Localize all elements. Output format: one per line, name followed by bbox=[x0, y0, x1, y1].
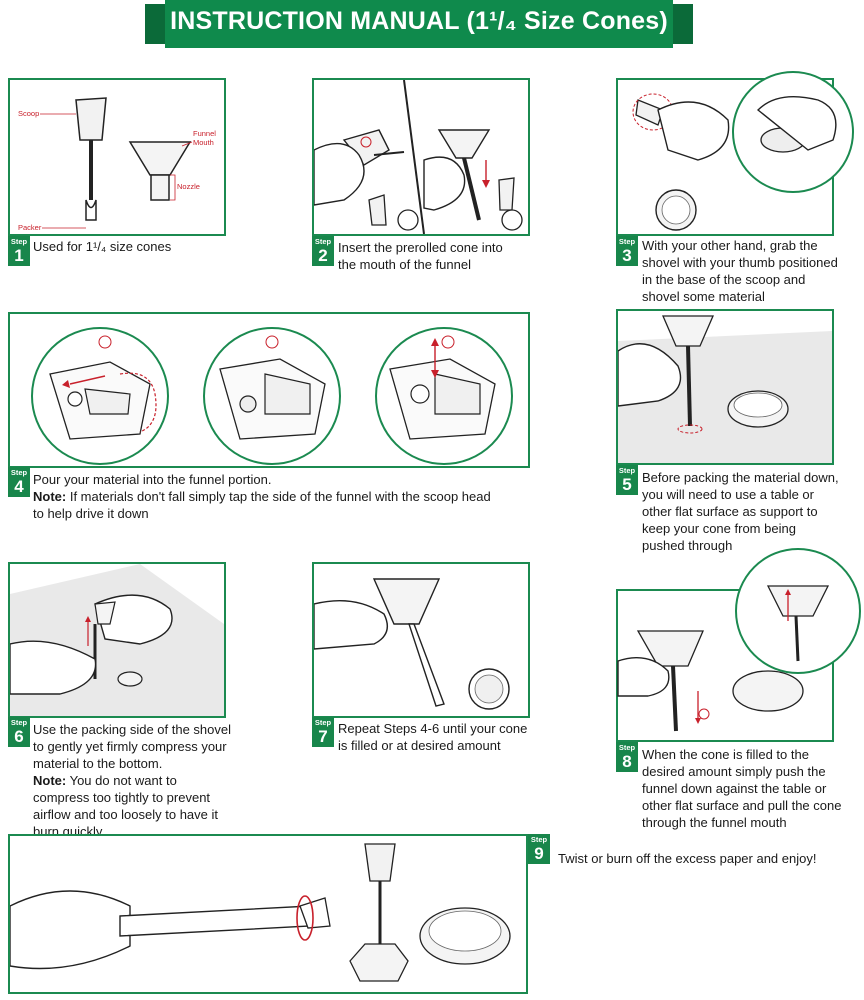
label-funnel-mouth-1: Funnel bbox=[193, 129, 216, 138]
step-8-text: When the cone is filled to the desired a… bbox=[642, 747, 842, 830]
step-5-text: Before packing the material down, you wi… bbox=[642, 470, 839, 553]
label-scoop: Scoop bbox=[18, 109, 39, 118]
step-3-text: With your other hand, grab the shovel wi… bbox=[642, 238, 838, 304]
step-5-illustration bbox=[616, 309, 834, 465]
step-6-text: Use the packing side of the shovel to ge… bbox=[33, 722, 232, 839]
title-banner: INSTRUCTION MANUAL (1¹/₄ Size Cones) bbox=[145, 0, 693, 48]
label-packer: Packer bbox=[18, 223, 42, 232]
step-7-illustration bbox=[312, 562, 530, 718]
step-7-text: Repeat Steps 4-6 until your cone is fill… bbox=[338, 721, 528, 753]
step-6-illustration bbox=[8, 562, 226, 718]
step-3-illustration bbox=[616, 71, 854, 236]
step-4-text: Pour your material into the funnel porti… bbox=[33, 472, 491, 521]
step-2-text: Insert the prerolled cone into the mouth… bbox=[338, 240, 503, 272]
label-nozzle: Nozzle bbox=[177, 182, 200, 191]
step-1-illustration: Scoop Funnel Mouth Nozzle Packer bbox=[8, 78, 226, 236]
step-1-text: Used for 1¹/₄ size cones bbox=[33, 239, 172, 254]
label-funnel-mouth-2: Mouth bbox=[193, 138, 214, 147]
step-4-illustration bbox=[8, 312, 530, 468]
page-title: INSTRUCTION MANUAL (1¹/₄ Size Cones) bbox=[170, 7, 668, 35]
step-2-illustration bbox=[312, 78, 530, 236]
banner-band bbox=[165, 0, 673, 48]
step-9-illustration bbox=[8, 834, 528, 994]
step-9-text: Twist or burn off the excess paper and e… bbox=[558, 851, 817, 866]
step-8-illustration bbox=[616, 548, 861, 742]
